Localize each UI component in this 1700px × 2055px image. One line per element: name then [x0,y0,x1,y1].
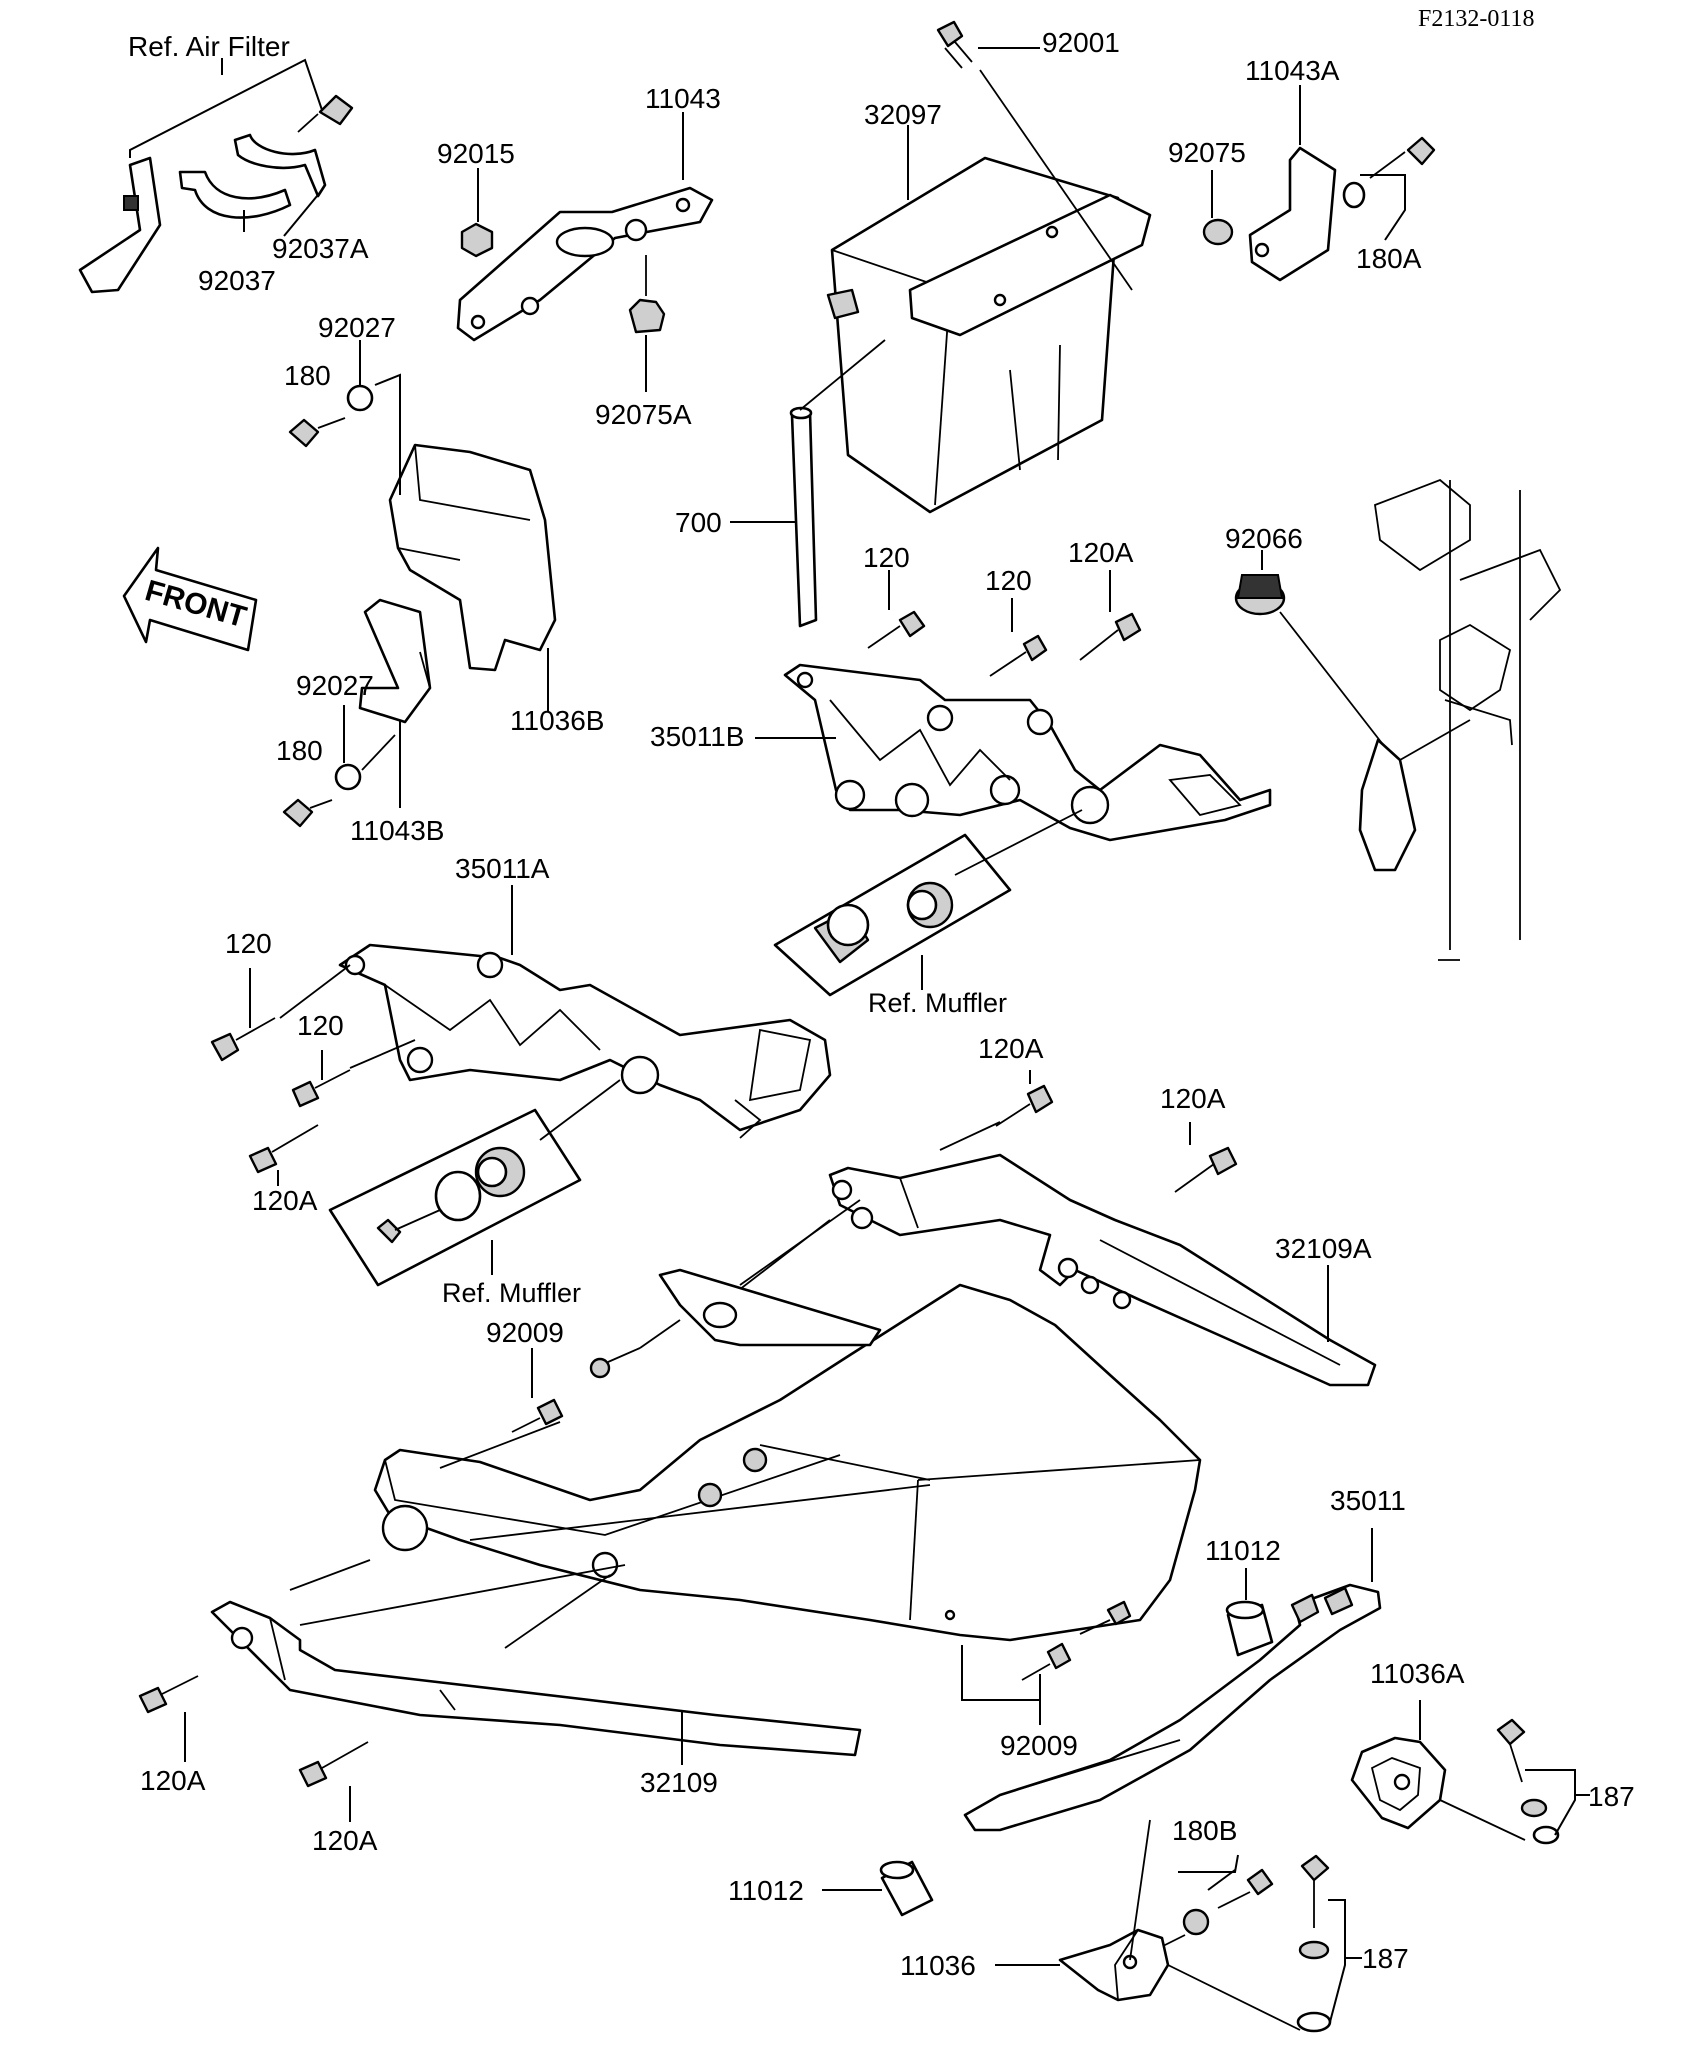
label-120A-bl: 120A [140,1765,206,1796]
label-120A-top: 120A [1068,537,1134,568]
nut-92015 [460,222,494,258]
bolt-92001 [936,20,973,69]
collar-11012-bot [879,1860,934,1917]
label-11036A: 11036A [1370,1658,1465,1689]
label-32097: 32097 [864,99,942,130]
bolt-120A-mid [995,1084,1054,1127]
label-92027-top: 92027 [318,312,396,343]
grommet-92075 [1202,218,1234,246]
label-92027-mid: 92027 [296,670,374,701]
label-92001: 92001 [1042,27,1120,58]
screw-right [1079,1600,1132,1635]
collar-11012-right [1225,1600,1274,1657]
label-11043B: 11043B [350,815,444,846]
label-92015: 92015 [437,138,515,169]
label-11036B: 11036B [510,705,604,736]
bolt-180A [1342,136,1436,209]
grommet-92075A [628,298,666,334]
bolt-120-b1 [867,610,926,649]
footrest-bracket-35011B [783,663,1272,842]
rear-fender [373,1268,1202,1642]
label-120A-bl2: 120A [312,1825,378,1856]
bolt-120A-b3 [1079,612,1142,661]
label-32109A: 32109A [1275,1233,1372,1264]
label-35011A: 35011A [455,853,550,884]
bracket-32109 [210,1600,862,1757]
label-ref-air-filter: Ref. Air Filter [128,31,290,62]
case-11036B [388,443,557,672]
battery-case-32097 [826,156,1152,514]
ref-muffler-upper-box [773,833,1012,997]
label-92037: 92037 [198,265,276,296]
drawing-code: F2132-0118 [1418,6,1534,32]
label-120-left: 120 [225,928,272,959]
label-120A-left: 120A [252,1185,318,1216]
label-32109: 32109 [640,1767,718,1798]
label-92066: 92066 [1225,523,1303,554]
bolt-120-left2 [291,1069,351,1108]
bolt-187-bot [1296,1854,1332,2033]
label-120-a: 120 [863,542,910,573]
label-ref-muffler-lower: Ref. Muffler [442,1278,581,1308]
label-92009-bot: 92009 [1000,1730,1078,1761]
label-92009-top: 92009 [486,1317,564,1348]
bracket-32109A [828,1153,1377,1387]
label-120A-right: 120A [1160,1083,1226,1114]
label-180B: 180B [1172,1815,1237,1846]
label-ref-muffler-upper: Ref. Muffler [868,988,1007,1018]
bracket-11043 [456,186,714,342]
label-11012-right: 11012 [1205,1535,1281,1566]
bracket-11043A [1248,146,1337,282]
bracket-11043B [358,598,432,724]
label-35011B: 35011B [650,721,744,752]
bolt-120A-bl [138,1675,199,1714]
label-187-bot: 187 [1362,1943,1409,1974]
label-187-top: 187 [1588,1781,1635,1812]
label-92075: 92075 [1168,137,1246,168]
label-180-mid: 180 [276,735,323,766]
label-11012-bot: 11012 [728,1875,804,1906]
bolt-120A-right [1174,1146,1238,1193]
bracket-11036 [1058,1928,1170,2002]
label-700: 700 [675,507,722,538]
bolt-120A-bl2 [298,1741,369,1788]
clamp-92037A [233,133,327,198]
label-120A-mid: 120A [978,1033,1044,1064]
bolt-180B [1182,1868,1274,1936]
frame-section [1358,478,1562,961]
bracket-11036A [1350,1736,1447,1830]
label-180A: 180A [1356,243,1422,274]
bolt-180-mid [282,763,362,828]
air-filter-bracket [78,156,162,294]
footrest-35011 [963,1583,1382,1832]
bolt-187-top [1496,1718,1560,1845]
tube-700 [789,406,818,628]
bolt-92009-top [511,1398,564,1433]
label-92037A: 92037A [272,233,369,264]
footrest-bracket-35011A [338,943,832,1139]
bolt-120-b2 [989,634,1048,677]
label-11043A: 11043A [1245,55,1340,86]
screw-upper [589,1347,641,1379]
label-92075A: 92075A [595,399,692,430]
label-35011: 35011 [1330,1485,1406,1516]
bolt-92009-bot [1021,1642,1072,1681]
label-11043: 11043 [645,83,721,114]
bolt-180-top [288,384,374,448]
bolt-120-left1 [210,1017,276,1062]
clamp-92037 [178,170,292,219]
bolt-120A-left [248,1124,319,1174]
label-120-left2: 120 [297,1010,344,1041]
label-120-b: 120 [985,565,1032,596]
ref-muffler-lower-box [328,1108,582,1287]
grommet-92066 [1234,574,1286,616]
label-180-top: 180 [284,360,331,391]
label-11036: 11036 [900,1950,976,1981]
bolt-air-filter [297,94,354,133]
front-arrow-icon: FRONT [122,546,258,652]
